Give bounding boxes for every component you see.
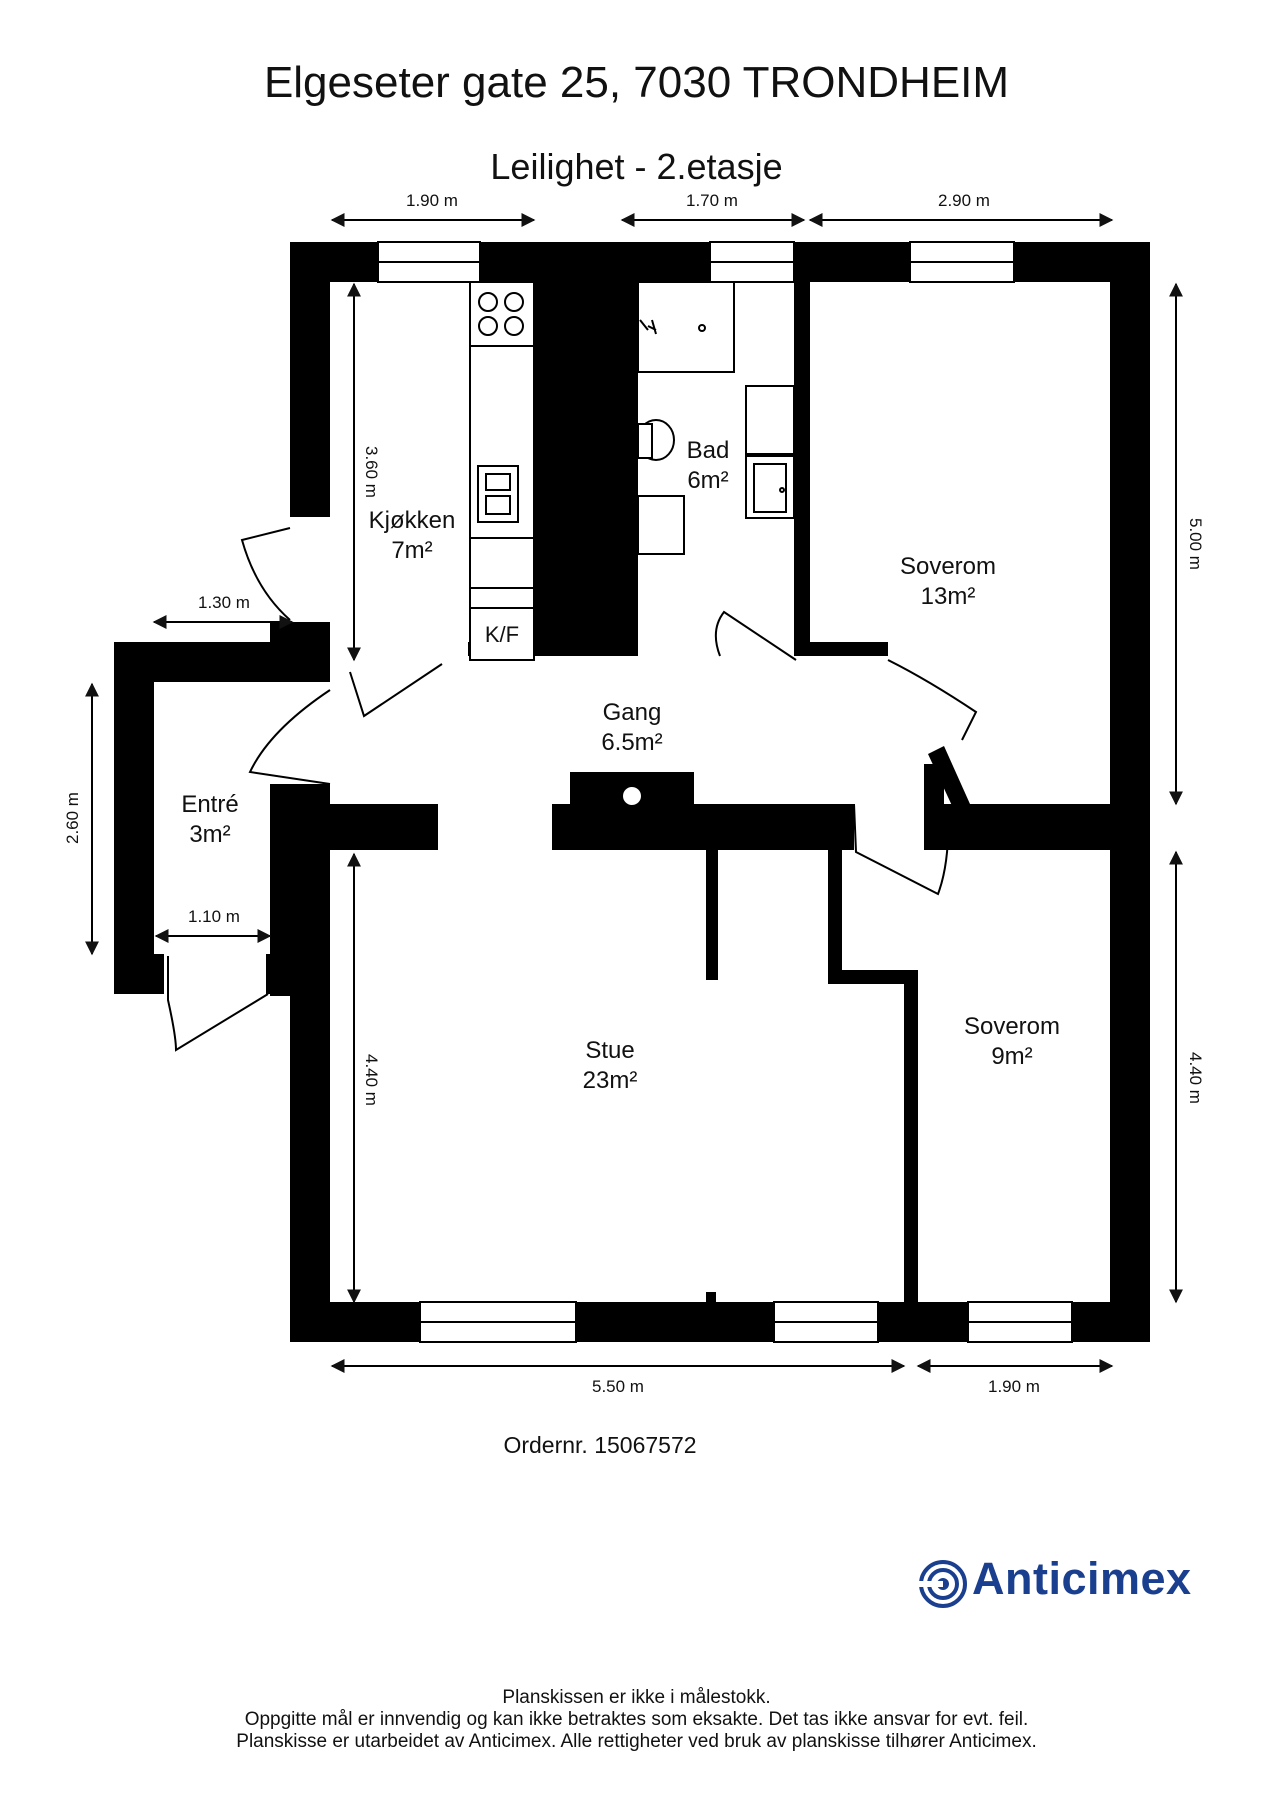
footer-line: Oppgitte mål er innvendig og kan ikke be… [244, 1709, 1029, 1730]
room-name: Soverom [900, 553, 996, 580]
dishwasher-icon [469, 537, 535, 589]
room-name: Bad [687, 437, 730, 464]
washer-icon [745, 385, 795, 455]
room-area: 7m² [391, 537, 432, 564]
room-area: 6m² [687, 467, 728, 494]
kitchen-counter [469, 281, 535, 661]
room-name: Entré [181, 791, 238, 818]
dimension-label: 5.00 m [1186, 518, 1205, 570]
brand-name: Anticimex [972, 1553, 1192, 1604]
fridge-label: K/F [485, 622, 519, 647]
dimension-label: 1.70 m [686, 191, 738, 210]
bath-fixtures [637, 281, 795, 555]
doors [167, 527, 978, 1052]
stove-burner-icon [504, 292, 524, 312]
stove-burner-icon [504, 316, 524, 336]
chimney-vent-icon [621, 785, 643, 807]
dimension-label: 3.60 m [362, 446, 381, 498]
dimension-label: 1.30 m [198, 593, 250, 612]
dimension-label: 2.60 m [63, 792, 82, 844]
room-name: Stue [585, 1037, 634, 1064]
cabinet-icon [637, 495, 685, 555]
dimension-lines [85, 213, 1183, 1373]
room-name: Soverom [964, 1013, 1060, 1040]
anticimex-swirl-icon [918, 1560, 967, 1608]
dimension-label: 5.50 m [592, 1377, 644, 1396]
walls [114, 242, 1150, 1342]
stove-burner-icon [478, 292, 498, 312]
dimension-label: 4.40 m [1186, 1052, 1205, 1104]
bedroom-door-leaf [928, 746, 970, 810]
anticimex-logo: Anticimex [918, 1553, 1208, 1609]
dimension-label: 1.10 m [188, 907, 240, 926]
room-name: Kjøkken [369, 507, 456, 534]
room-area: 9m² [991, 1043, 1032, 1070]
order-number: Ordernr. 15067572 [503, 1432, 697, 1458]
floor-title: Leilighet - 2.etasje [490, 146, 783, 187]
address-title: Elgeseter gate 25, 7030 TRONDHEIM [263, 58, 1010, 107]
dimension-label: 2.90 m [938, 191, 990, 210]
stove-burner-icon [478, 316, 498, 336]
room-area: 3m² [189, 821, 230, 848]
dimension-label: 4.40 m [362, 1054, 381, 1106]
windows [377, 241, 1073, 1343]
room-area: 13m² [921, 583, 976, 610]
shower-icon [637, 281, 735, 373]
room-area: 6.5m² [601, 729, 662, 756]
dimension-labels: 1.90 m 1.70 m 2.90 m 3.60 m 1.30 m 2.60 … [63, 191, 1205, 1396]
room-name: Gang [603, 699, 662, 726]
footer-line: Planskissen er ikke i målestokk. [502, 1687, 771, 1708]
dimension-label: 1.90 m [406, 191, 458, 210]
room-labels: Kjøkken 7m² Bad 6m² Soverom 13m² Gang 6.… [181, 437, 1060, 1094]
dimension-label: 1.90 m [988, 1377, 1040, 1396]
footer-line: Planskisse er utarbeidet av Anticimex. A… [236, 1731, 1037, 1752]
room-area: 23m² [583, 1067, 638, 1094]
